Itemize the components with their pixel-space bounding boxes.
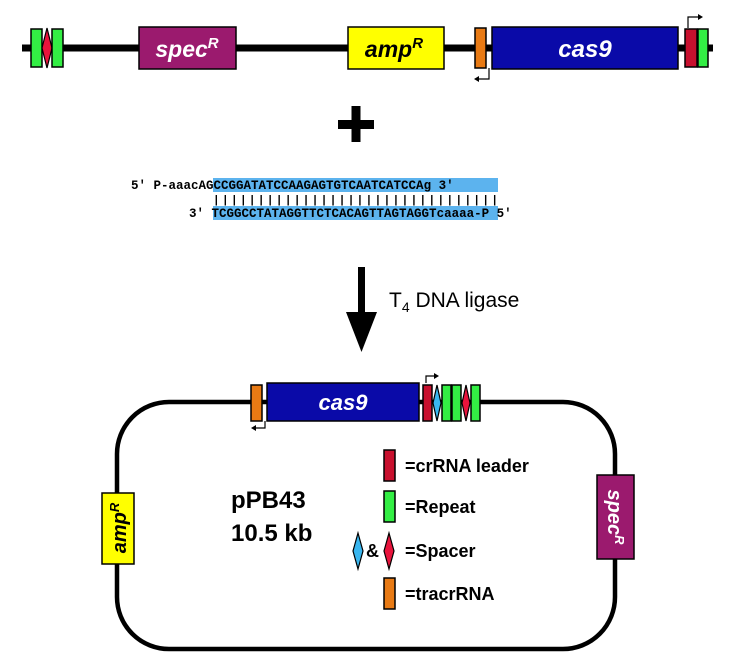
legend-spacer-red-swatch bbox=[383, 530, 395, 572]
plus-sign bbox=[338, 106, 374, 142]
bottom-strand: 3' TCGGCCTATAGGTTCTCACAGTTAGTAGGTcaaaa-P… bbox=[189, 207, 512, 221]
oligo-duplex: 5' P-aaacAGCCGGATATCCAAGAGTGTCAATCATCCAg… bbox=[131, 178, 512, 221]
ligase-label: T4 DNA ligase bbox=[389, 289, 519, 315]
plasmid-name: pPB43 bbox=[231, 487, 306, 514]
promoter-arrowhead bbox=[698, 14, 703, 20]
legend-item-spacer: =Spacer bbox=[405, 541, 476, 561]
down-arrow-head bbox=[346, 312, 377, 352]
ligase-step: T4 DNA ligase bbox=[346, 267, 519, 352]
legend-item-tracrrna: =tracrRNA bbox=[405, 584, 495, 604]
crrna-leader-block bbox=[422, 384, 433, 422]
amp-gene-label: ampR bbox=[365, 35, 423, 62]
legend-ampersand: & bbox=[366, 541, 379, 561]
cas9-gene-label: cas9 bbox=[558, 36, 612, 63]
promoter-arrowhead bbox=[251, 425, 256, 431]
repeat-block bbox=[451, 384, 462, 422]
spec-gene-label: specR bbox=[603, 490, 627, 546]
repeat-block bbox=[51, 28, 64, 68]
plasmid-map: cas9 ampR specR pPB43 10.5 kb bbox=[101, 373, 635, 652]
spacer-diamond bbox=[41, 27, 53, 69]
top-strand: 5' P-aaacAGCCGGATATCCAAGAGTGTCAATCATCCAg… bbox=[131, 179, 454, 193]
promoter-arrowhead bbox=[474, 76, 479, 82]
spec-gene-box bbox=[596, 474, 635, 560]
legend-repeat-swatch bbox=[383, 490, 396, 523]
legend-spacer-blue-swatch bbox=[352, 530, 364, 572]
cas9-gene-box bbox=[266, 382, 420, 422]
down-arrow-shaft bbox=[358, 267, 365, 315]
repeat-block bbox=[441, 384, 452, 422]
top-strand-highlight bbox=[213, 178, 498, 192]
bottom-strand-highlight bbox=[213, 206, 498, 220]
cas9-gene-label: cas9 bbox=[319, 390, 369, 415]
amp-gene-box bbox=[101, 492, 135, 565]
spec-gene-box bbox=[138, 26, 237, 70]
amp-gene-label: ampR bbox=[107, 502, 131, 553]
repeat-block bbox=[470, 384, 481, 422]
legend-item-leader: =crRNA leader bbox=[405, 456, 529, 476]
legend-tracrrna-swatch bbox=[383, 577, 396, 610]
promoter-arrow-reverse bbox=[479, 68, 490, 80]
spacer-diamond-blue bbox=[432, 384, 442, 422]
linear-construct: specR ampR cas9 bbox=[22, 14, 713, 82]
promoter-arrowhead bbox=[434, 373, 439, 379]
promoter-arrow-reverse bbox=[256, 421, 266, 429]
legend-item-repeat: =Repeat bbox=[405, 497, 476, 517]
legend: =crRNA leader =Repeat & =Spacer =tracrRN… bbox=[352, 449, 529, 610]
repeat-block bbox=[30, 28, 43, 68]
spec-gene-label: specR bbox=[155, 35, 218, 62]
spacer-diamond-red bbox=[461, 384, 471, 422]
plasmid-size: 10.5 kb bbox=[231, 520, 312, 547]
plasmid-circle bbox=[114, 399, 618, 652]
amp-gene-box bbox=[347, 26, 445, 70]
promoter-arrow-forward bbox=[425, 375, 434, 383]
repeat-block bbox=[697, 28, 709, 68]
promoter-arrow-forward bbox=[687, 16, 698, 28]
base-pair-bonds: |||||||||||||||||||||||||||||||| bbox=[213, 195, 498, 207]
cas9-gene-box bbox=[491, 26, 679, 70]
tracrrna-block bbox=[250, 384, 263, 422]
legend-leader-swatch bbox=[383, 449, 396, 482]
tracrrna-block bbox=[474, 27, 487, 69]
crrna-leader-block bbox=[684, 28, 698, 68]
